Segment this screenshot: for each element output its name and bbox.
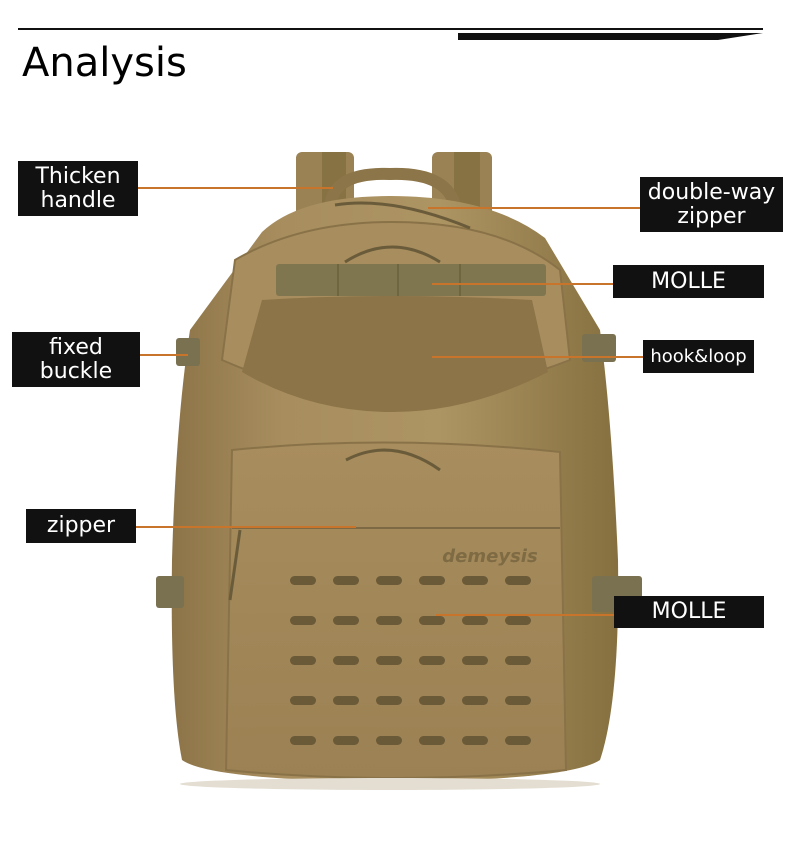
label-molle-top: MOLLE	[613, 265, 764, 298]
leader-thicken-handle	[138, 187, 333, 189]
molle-slot	[462, 736, 488, 745]
molle-slot	[505, 656, 531, 665]
molle-slot	[333, 576, 359, 585]
molle-laser-slots	[290, 576, 531, 745]
molle-slot	[376, 616, 402, 625]
molle-slot	[462, 696, 488, 705]
label-double-way-zipper: double-way zipper	[640, 177, 783, 232]
molle-slot	[333, 656, 359, 665]
label-hook-loop: hook&loop	[643, 340, 754, 373]
molle-slot	[333, 736, 359, 745]
leader-fixed-buckle	[140, 354, 188, 356]
hook-loop-patch	[242, 296, 548, 412]
molle-slot	[505, 576, 531, 585]
fixed-buckle-left	[176, 338, 200, 366]
molle-slot	[419, 656, 445, 665]
leader-molle-top	[432, 283, 613, 285]
molle-slot	[290, 736, 316, 745]
front-pocket	[224, 441, 568, 779]
leader-double-way-zipper	[428, 207, 640, 209]
label-molle-bottom: MOLLE	[614, 596, 764, 628]
thicken-handle	[324, 167, 462, 216]
molle-slot	[376, 576, 402, 585]
molle-top-webbing	[276, 264, 546, 296]
molle-slot	[376, 696, 402, 705]
molle-slot	[419, 576, 445, 585]
molle-slot	[333, 616, 359, 625]
label-fixed-buckle: fixed buckle	[12, 332, 140, 387]
molle-slot	[505, 696, 531, 705]
molle-slot	[419, 736, 445, 745]
molle-slot	[505, 616, 531, 625]
molle-slot	[290, 656, 316, 665]
leader-hook-loop	[432, 356, 643, 358]
molle-slot	[462, 656, 488, 665]
molle-slot	[419, 696, 445, 705]
brand-mark: demeysis	[442, 546, 538, 567]
page-title: Analysis	[22, 40, 187, 86]
molle-slot	[290, 696, 316, 705]
molle-slot	[419, 616, 445, 625]
molle-slot	[290, 616, 316, 625]
molle-slot	[462, 616, 488, 625]
leader-zipper	[136, 526, 356, 528]
molle-slot	[376, 656, 402, 665]
molle-slot	[290, 576, 316, 585]
header-rule	[18, 28, 763, 40]
label-zipper: zipper	[26, 509, 136, 543]
molle-slot	[505, 736, 531, 745]
molle-slot	[462, 576, 488, 585]
molle-slot	[376, 736, 402, 745]
label-thicken-handle: Thicken handle	[18, 161, 138, 216]
leader-molle-bottom	[436, 614, 614, 616]
molle-slot	[333, 696, 359, 705]
